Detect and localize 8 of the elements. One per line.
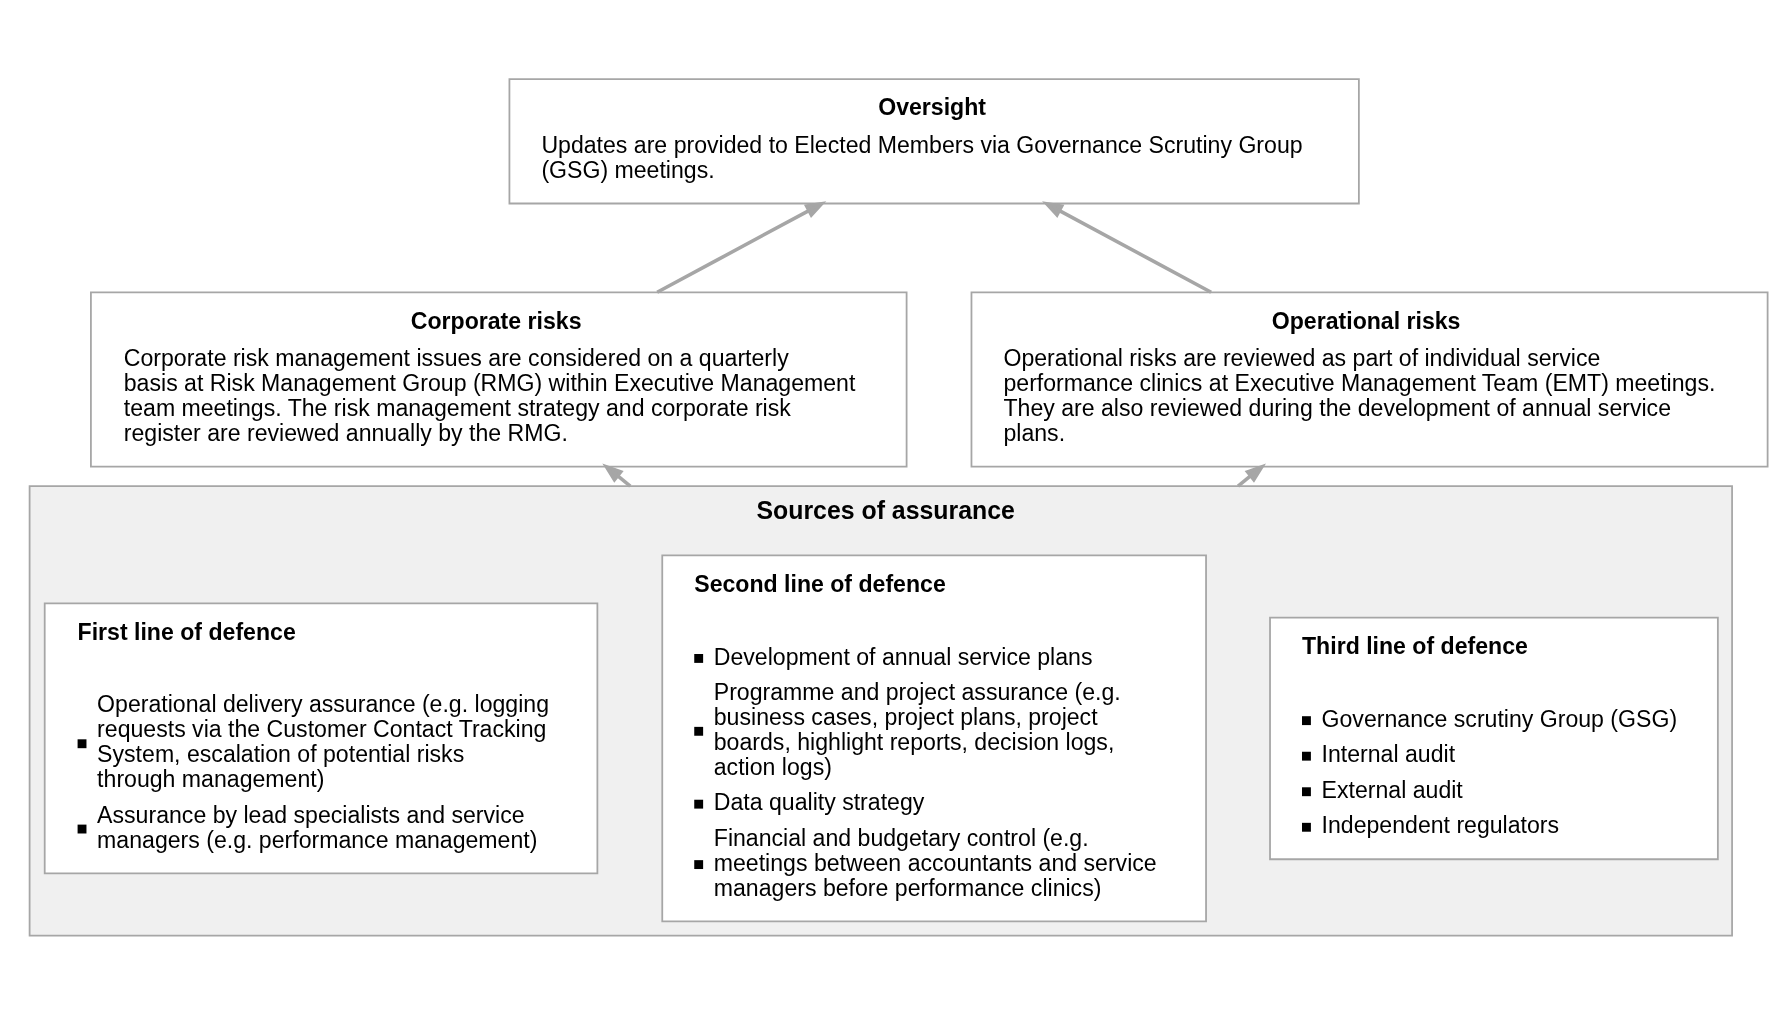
node-box: Corporate risks Corporate risk management issues are considered on a quarterly basis at Risk Management Group (RMG) within Executive Management team meetings. The risk management strategy and corporate risk register are reviewed annually by the RMG.	[90, 290, 908, 467]
node-box: Oversight Updates are provided to Elected Members via Governance Scrutiny Group (GSG) meetings.	[508, 77, 1360, 204]
arrow	[1042, 200, 1212, 294]
node-box: Third line of defence Governance scrutiny Group (GSG) Internal audit External audit Independent regulators	[1269, 616, 1719, 860]
node-box: Operational risks Operational risks are reviewed as part of individual service performance clinics at Executive Management Team (EMT) meetings. They are also reviewed during the development of annual service plans.	[970, 290, 1769, 467]
arrow	[656, 200, 827, 294]
node-box: First line of defence Operational delivery assurance (e.g. logging requests via the Customer Contact Tracking System, escalation of potential risks through management) Assurance by lead specialists and service managers (e.g. performance management)	[43, 601, 599, 874]
node-box: Second line of defence Development of annual service plans Programme and project assurance (e.g. business cases, project plans, project boards, highlight reports, decision logs, action logs) Data quality strategy Financial and budgetary control (e.g. meetings between accountants and service managers before performance clinics)	[661, 554, 1207, 922]
